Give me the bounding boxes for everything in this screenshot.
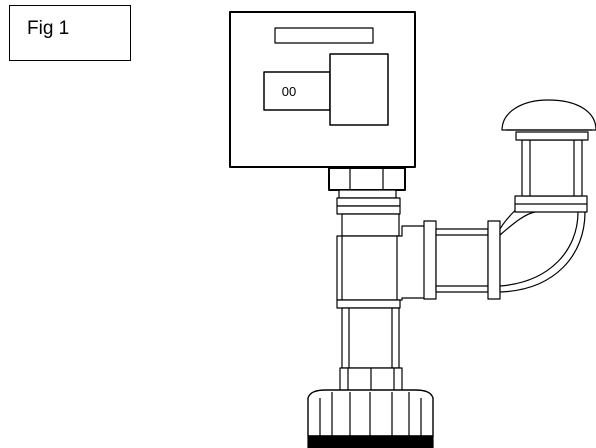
meter-housing: 00: [229, 11, 416, 168]
vent-pipe: [515, 131, 589, 197]
value-display-text: 00: [282, 84, 296, 99]
bottom-union: [307, 367, 434, 448]
upper-pipe: [336, 197, 401, 237]
lower-pipe: [336, 299, 401, 369]
meter-module: [329, 53, 389, 126]
value-display: [263, 71, 331, 111]
display-slot: [274, 27, 374, 44]
tee-fitting: [336, 225, 426, 301]
elbow-fitting: [499, 195, 588, 293]
connector-nut: [328, 167, 406, 199]
figure-label: Fig 1: [9, 5, 131, 61]
vent-cap: [501, 99, 596, 131]
horizontal-pipe: [423, 220, 501, 300]
